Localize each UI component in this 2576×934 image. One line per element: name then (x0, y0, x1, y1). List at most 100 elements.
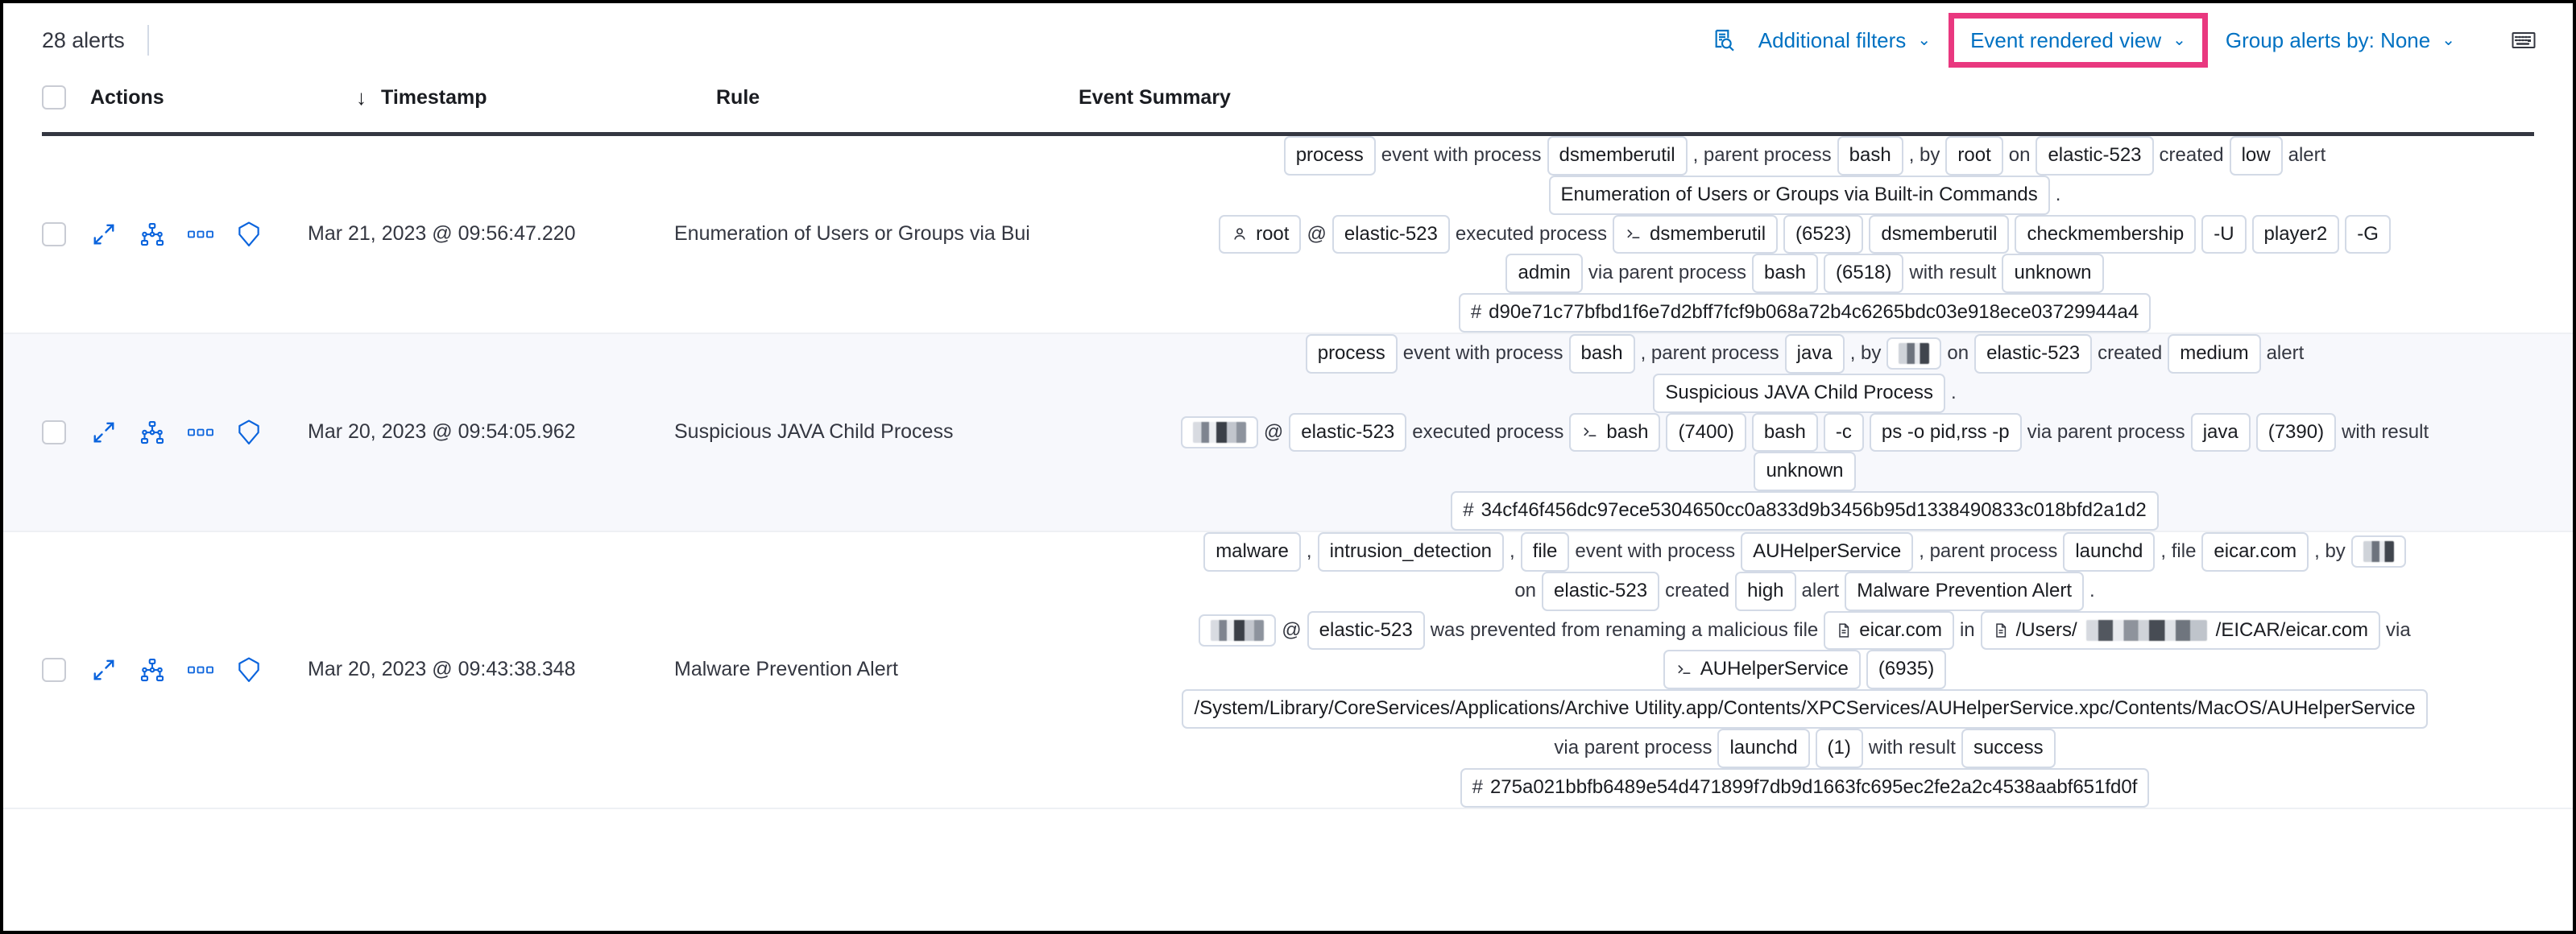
summary-chip[interactable]: (7400) (1666, 412, 1746, 453)
summary-chip[interactable]: /System/Library/CoreServices/Application… (1182, 689, 2428, 729)
summary-chip[interactable]: high (1735, 571, 1796, 611)
summary-chip[interactable]: elastic-523 (1307, 610, 1425, 651)
summary-chip[interactable]: elastic-523 (1331, 214, 1450, 254)
event-rendered-view-highlight: Event rendered view ⌄ (1949, 13, 2208, 68)
summary-chip[interactable]: unknown (2002, 254, 2104, 294)
summary-chip[interactable]: bash (1751, 254, 1819, 294)
summary-chip[interactable]: java (2190, 412, 2251, 453)
summary-text: , (1306, 539, 1312, 562)
summary-chip[interactable]: #34cf46f456dc97ece5304650cc0a833d9b3456b… (1451, 491, 2159, 531)
summary-chip[interactable]: -c (1823, 412, 1864, 453)
summary-text: created (2159, 144, 2224, 166)
chip-label: process (1295, 144, 1364, 166)
row-select-checkbox[interactable] (42, 136, 90, 333)
summary-chip[interactable]: (1) (1815, 728, 1863, 768)
summary-chip[interactable]: root (1945, 136, 2003, 176)
more-actions-icon[interactable] (187, 221, 214, 248)
summary-chip[interactable]: elastic-523 (1542, 571, 1660, 611)
summary-chip[interactable]: launchd (1717, 728, 1810, 768)
chip-label: (6523) (1795, 222, 1852, 245)
summary-chip[interactable] (1886, 337, 1942, 370)
row-select-checkbox[interactable] (42, 334, 90, 531)
summary-chip[interactable]: AUHelperService (1663, 650, 1861, 690)
chip-label: intrusion_detection (1329, 539, 1493, 562)
event-rendered-view-dropdown[interactable]: Event rendered view ⌄ (1957, 17, 2199, 64)
summary-text: on (1514, 579, 1537, 601)
header-rule[interactable]: Rule (716, 86, 1079, 110)
summary-chip[interactable]: file (1520, 531, 1570, 572)
summary-chip[interactable]: bash (1568, 333, 1635, 374)
summary-chip[interactable]: admin (1505, 254, 1583, 294)
summary-chip[interactable]: elastic-523 (2036, 136, 2154, 176)
expand-icon[interactable] (90, 656, 118, 684)
summary-chip[interactable]: /Users//EICAR/eicar.com (1980, 610, 2381, 651)
keyboard-icon[interactable] (2510, 27, 2537, 54)
more-actions-icon[interactable] (187, 419, 214, 446)
summary-chip[interactable]: bash (1569, 412, 1661, 453)
summary-chip[interactable]: Enumeration of Users or Groups via Built… (1548, 175, 2050, 215)
summary-chip[interactable]: dsmemberutil (1547, 136, 1688, 176)
summary-chip[interactable]: success (1961, 728, 2056, 768)
session-view-icon[interactable] (235, 221, 263, 248)
summary-chip[interactable]: java (1784, 333, 1845, 374)
more-actions-icon[interactable] (187, 656, 214, 684)
hash-icon: # (1472, 775, 1483, 798)
summary-text: executed process (1412, 420, 1564, 443)
summary-chip[interactable]: ps -o pid,rss -p (1869, 412, 2022, 453)
summary-chip[interactable]: bash (1751, 412, 1818, 453)
header-timestamp[interactable]: ↓ Timestamp (356, 85, 723, 110)
summary-chip[interactable]: (6518) (1824, 254, 1904, 294)
summary-chip[interactable]: eicar.com (1824, 610, 1954, 651)
hash-icon: # (1463, 499, 1474, 522)
analyzer-icon[interactable] (139, 419, 166, 446)
select-all-checkbox[interactable] (42, 85, 90, 110)
summary-chip[interactable]: process (1305, 333, 1398, 374)
summary-chip[interactable]: process (1283, 136, 1376, 176)
summary-chip[interactable]: low (2229, 136, 2283, 176)
summary-chip[interactable]: eicar.com (2201, 531, 2309, 572)
summary-chip[interactable]: medium (2168, 333, 2261, 374)
summary-chip[interactable]: #d90e71c77bfbd1f6e7d2bff7fcf9b068a72b4c6… (1458, 293, 2151, 333)
summary-chip[interactable]: malware (1203, 531, 1301, 572)
summary-chip[interactable] (2350, 535, 2406, 568)
summary-chip[interactable]: (6523) (1783, 214, 1864, 254)
summary-chip[interactable]: #275a021bbfb6489e54d471899f7db9d1663fc69… (1460, 767, 2150, 808)
group-alerts-by-dropdown[interactable]: Group alerts by: None ⌄ (2213, 17, 2468, 64)
inspect-search-icon[interactable] (1710, 27, 1737, 54)
summary-chip[interactable]: intrusion_detection (1317, 531, 1505, 572)
chip-label: elastic-523 (1986, 341, 2081, 364)
summary-chip[interactable]: dsmemberutil (1869, 214, 2010, 254)
additional-filters-button[interactable]: Additional filters ⌄ (1746, 17, 1944, 64)
session-view-icon[interactable] (235, 656, 263, 684)
summary-chip[interactable]: root (1219, 214, 1302, 254)
expand-icon[interactable] (90, 221, 118, 248)
summary-chip[interactable]: elastic-523 (1974, 333, 2093, 374)
summary-chip[interactable]: launchd (2063, 531, 2156, 572)
summary-chip[interactable]: -U (2201, 214, 2247, 254)
summary-chip[interactable]: elastic-523 (1289, 412, 1407, 453)
session-view-icon[interactable] (235, 419, 263, 446)
summary-chip[interactable]: AUHelperService (1741, 531, 1914, 572)
analyzer-icon[interactable] (139, 656, 166, 684)
summary-chip[interactable] (1180, 415, 1258, 448)
summary-chip[interactable]: checkmembership (2015, 214, 2197, 254)
summary-chip[interactable]: (6935) (1866, 650, 1947, 690)
summary-chip[interactable]: dsmemberutil (1612, 214, 1779, 254)
row-select-checkbox[interactable] (42, 532, 90, 808)
summary-chip[interactable]: -G (2345, 214, 2391, 254)
analyzer-icon[interactable] (139, 221, 166, 248)
summary-chip[interactable]: bash (1837, 136, 1903, 176)
summary-chip[interactable]: player2 (2251, 214, 2340, 254)
summary-chip[interactable]: Suspicious JAVA Child Process (1653, 373, 1945, 413)
summary-chip[interactable]: (7390) (2255, 412, 2337, 453)
summary-chip[interactable] (1199, 614, 1277, 647)
summary-chip[interactable]: unknown (1754, 452, 1856, 492)
row-rule-name: Malware Prevention Alert (674, 658, 898, 681)
expand-icon[interactable] (90, 419, 118, 446)
summary-chip[interactable]: Malware Prevention Alert (1845, 571, 2084, 611)
